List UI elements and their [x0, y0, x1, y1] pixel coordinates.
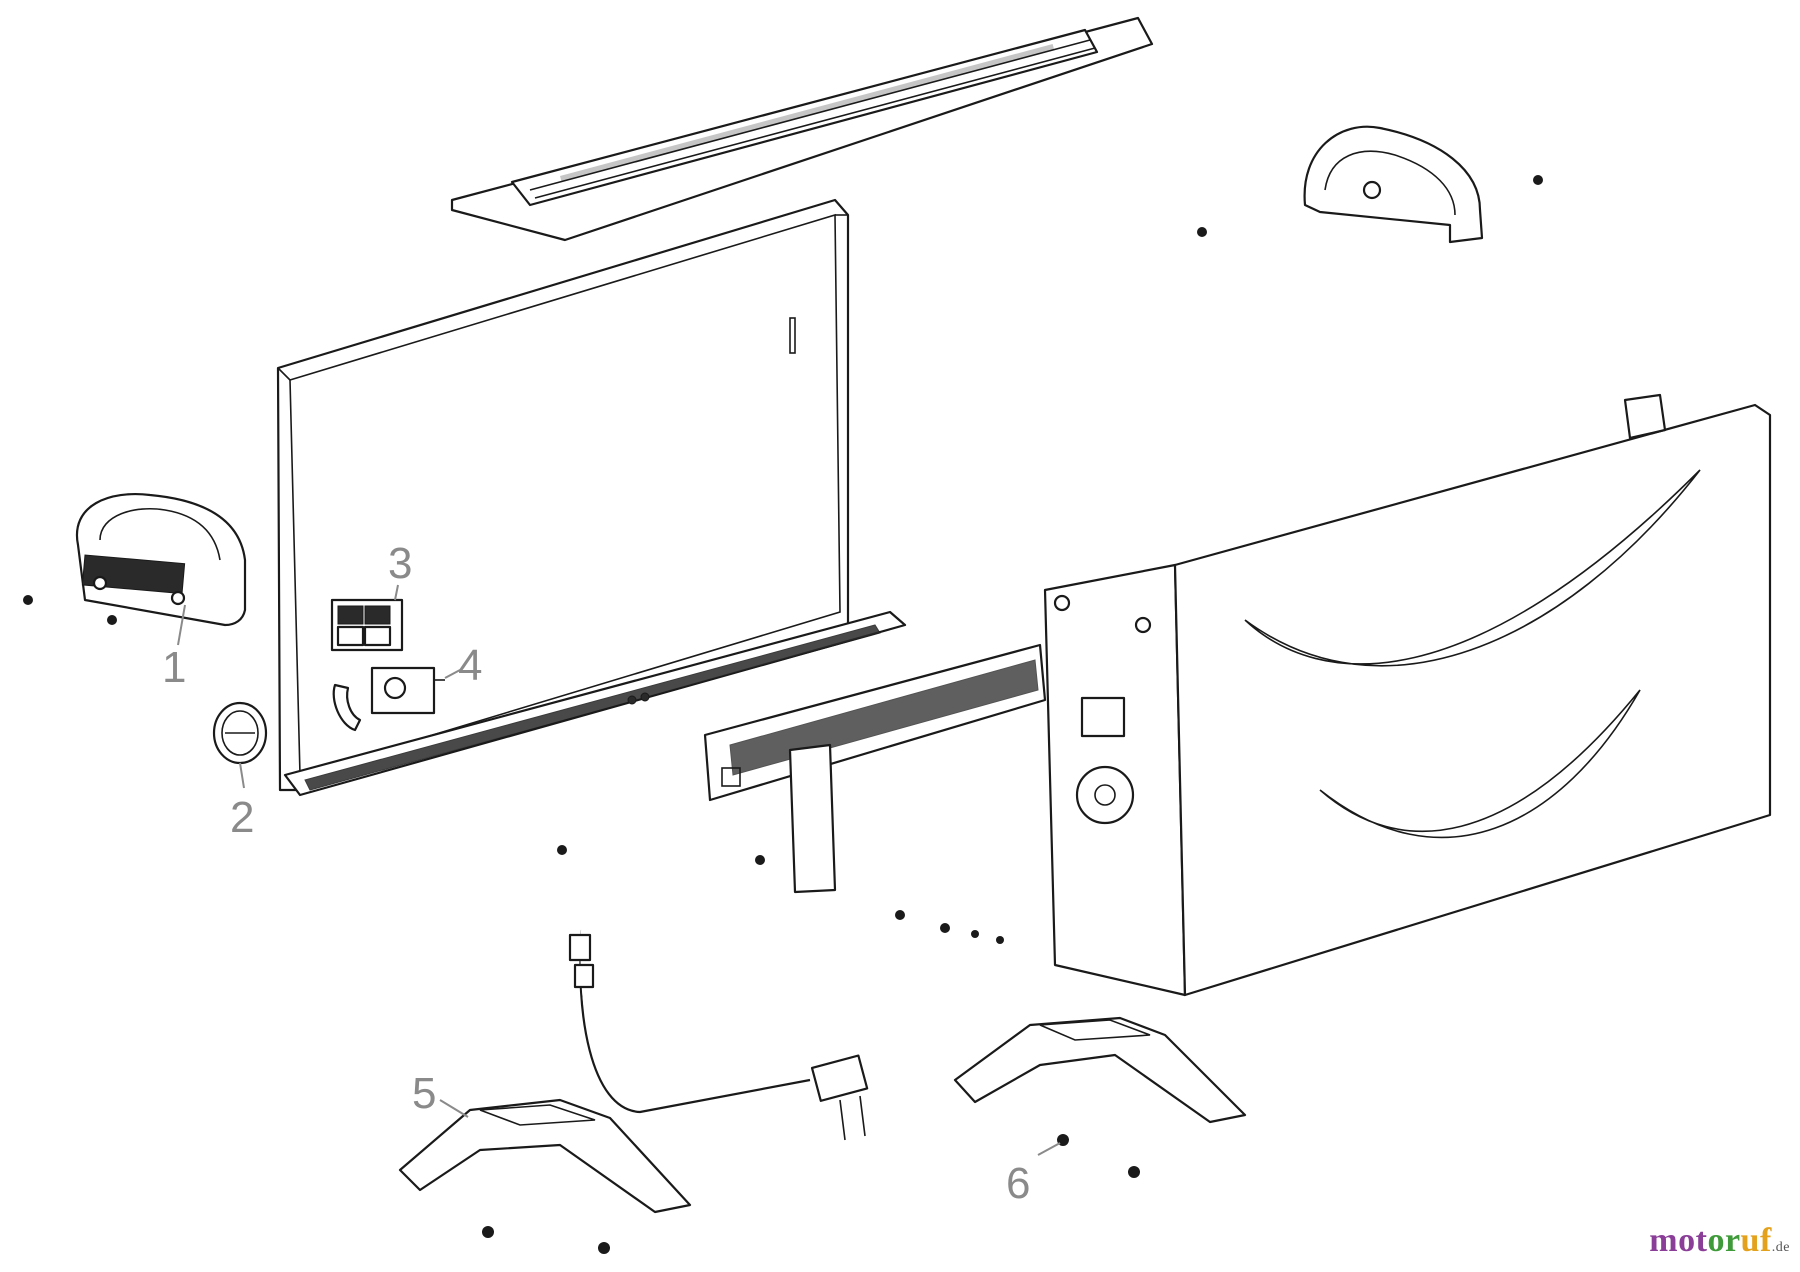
left-handle — [75, 493, 247, 627]
rocker-switch — [330, 598, 404, 652]
callout-1: 1 — [162, 643, 186, 692]
thermostat-bracket — [332, 666, 445, 732]
callout-3: 3 — [388, 539, 412, 588]
watermark-tld: .de — [1771, 1240, 1790, 1255]
back-panel — [276, 198, 907, 797]
left-foot — [398, 1098, 692, 1214]
top-grille — [450, 16, 1154, 242]
callout-2: 2 — [230, 793, 254, 842]
heating-element — [703, 643, 1047, 894]
screws — [23, 175, 1543, 1254]
right-foot — [953, 1016, 1247, 1124]
watermark-part-3: uf — [1740, 1222, 1772, 1259]
right-handle — [1303, 125, 1484, 244]
callout-6: 6 — [1006, 1159, 1030, 1208]
callout-5: 5 — [412, 1069, 436, 1118]
watermark-part-2: or — [1707, 1222, 1741, 1259]
watermark-logo: motoruf.de — [1649, 1222, 1790, 1260]
leader-lines — [177, 584, 1061, 1156]
watermark-part-1: mot — [1649, 1222, 1708, 1259]
power-cord — [568, 914, 869, 1141]
control-knob — [212, 701, 268, 765]
right-housing — [1043, 393, 1772, 997]
callout-4: 4 — [458, 641, 482, 690]
